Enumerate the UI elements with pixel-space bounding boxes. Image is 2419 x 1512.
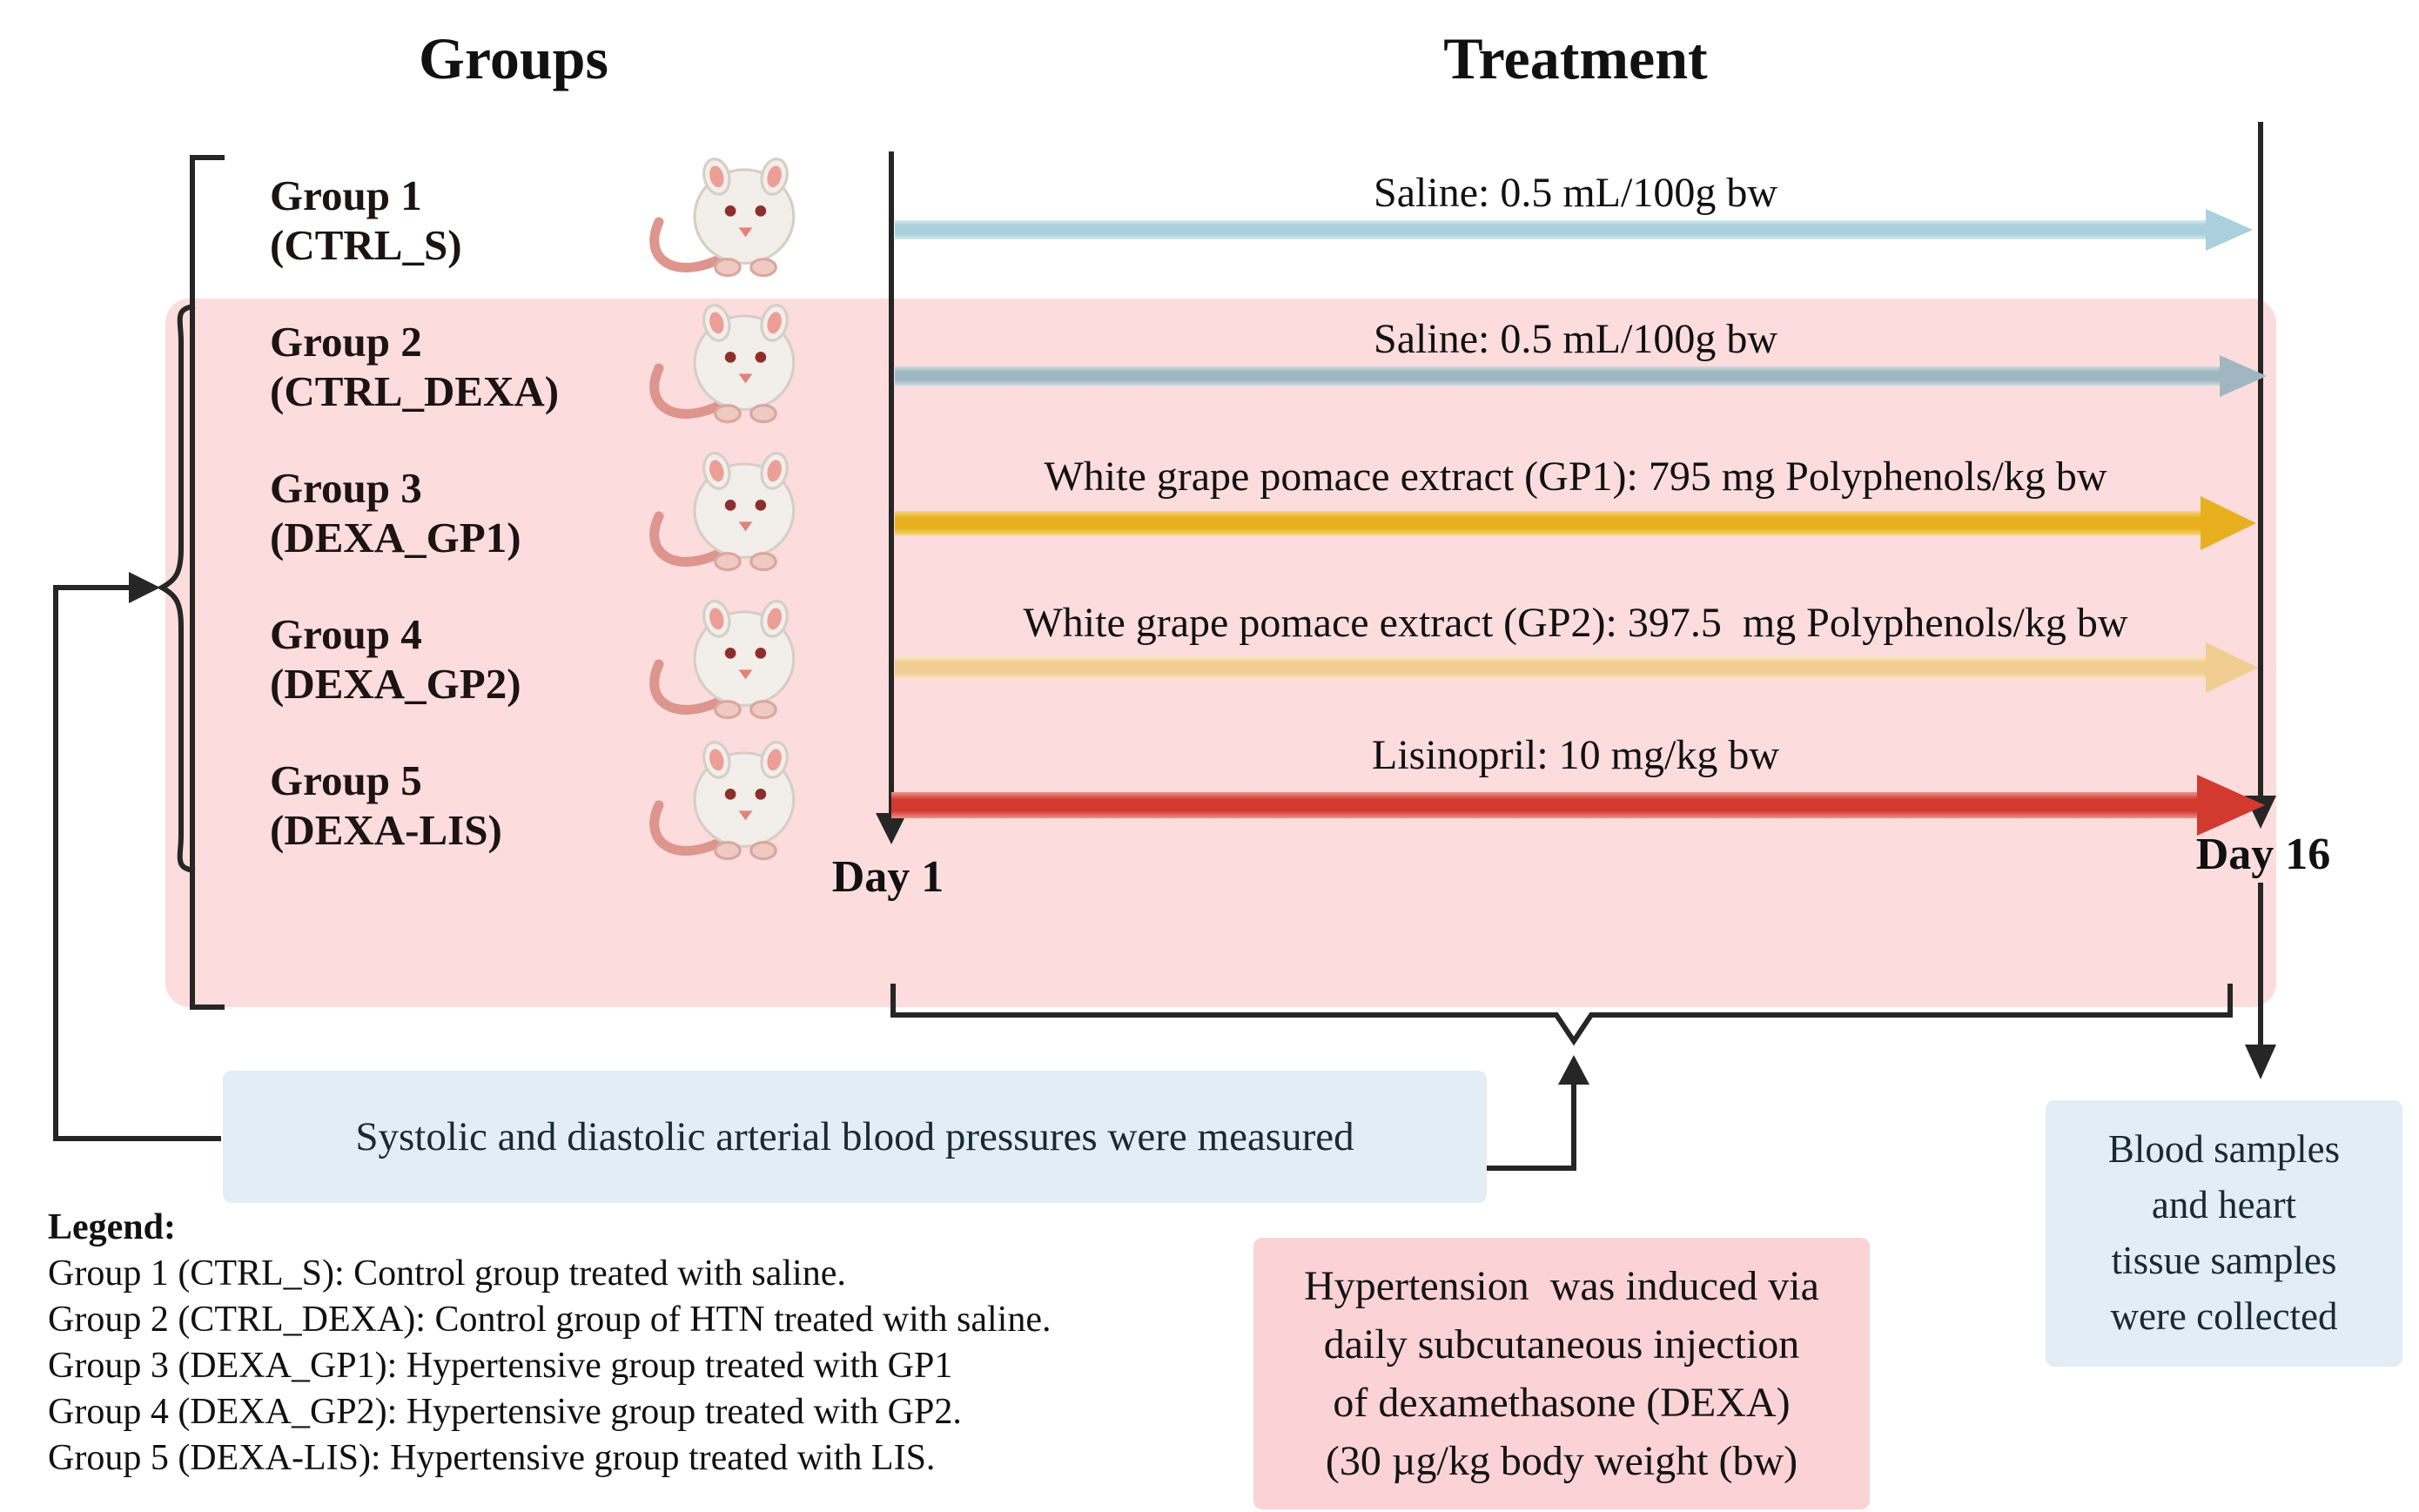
group1-name: Group 1 xyxy=(270,171,422,219)
treatment-text-group4: White grape pomace extract (GP2): 397.5 … xyxy=(1023,600,2128,646)
legend: Legend: Group 1 (CTRL_S): Control group … xyxy=(48,1205,1232,1482)
group1-label: Group 1 (CTRL_S) xyxy=(270,171,757,270)
group2-name: Group 2 xyxy=(270,318,422,366)
bp-up-arrowhead-icon xyxy=(1558,1055,1589,1085)
group2-label: Group 2 (CTRL_DEXA) xyxy=(270,317,757,416)
day1-label: Day 1 xyxy=(831,852,944,902)
samples-line: Blood samples xyxy=(2107,1127,2341,1172)
htn-induction-note: Hypertension was induced via daily subcu… xyxy=(1253,1238,1870,1509)
group5-code: (DEXA-LIS) xyxy=(270,806,502,854)
legend-item: Group 2 (CTRL_DEXA): Control group of HT… xyxy=(48,1300,1052,1340)
treatment-text-group2: Saline: 0.5 mL/100g bw xyxy=(1374,316,1777,362)
group4-code: (DEXA_GP2) xyxy=(270,660,521,708)
legend-heading: Legend: xyxy=(48,1207,176,1247)
group4-label: Group 4 (DEXA_GP2) xyxy=(270,609,757,709)
group2-code: (CTRL_DEXA) xyxy=(270,367,560,415)
induction-line: (30 µg/kg body weight (bw) xyxy=(1325,1438,1798,1485)
legend-item: Group 4 (DEXA_GP2): Hypertensive group t… xyxy=(48,1392,962,1432)
htn-groups-highlight-box xyxy=(165,299,2276,1007)
group3-code: (DEXA_GP1) xyxy=(270,514,521,561)
treatment-text-group3: White grape pomace extract (GP1): 795 mg… xyxy=(1044,454,2107,500)
group5-name: Group 5 xyxy=(270,756,422,804)
samples-line: tissue samples xyxy=(2111,1239,2337,1282)
samples-line: were collected xyxy=(2110,1294,2338,1338)
treatment-text-group1: Saline: 0.5 mL/100g bw xyxy=(1374,170,1777,216)
induction-line: daily subcutaneous injection xyxy=(1323,1320,1800,1368)
day16-label: Day 16 xyxy=(2195,830,2331,879)
group3-label: Group 3 (DEXA_GP1) xyxy=(270,463,757,562)
group4-name: Group 4 xyxy=(270,610,422,658)
bp-up-connector-line xyxy=(1485,1079,1576,1171)
legend-item: Group 1 (CTRL_S): Control group treated … xyxy=(48,1253,846,1294)
legend-item: Group 5 (DEXA-LIS): Hypertensive group t… xyxy=(48,1438,936,1478)
day16-arrowhead-lower-icon xyxy=(2245,1045,2276,1079)
samples-line: and heart xyxy=(2151,1183,2297,1227)
bp-measured-note: Systolic and diastolic arterial blood pr… xyxy=(223,1071,1487,1203)
legend-item: Group 3 (DEXA_GP1): Hypertensive group t… xyxy=(48,1346,953,1386)
samples-collected-note: Blood samples and heart tissue samples w… xyxy=(2046,1100,2402,1367)
induction-line: Hypertension was induced via xyxy=(1304,1262,1819,1309)
treatment-text-group5: Lisinopril: 10 mg/kg bw xyxy=(1372,732,1779,778)
group5-label: Group 5 (DEXA-LIS) xyxy=(270,756,757,855)
induction-line: of dexamethasone (DEXA) xyxy=(1333,1380,1791,1426)
group3-name: Group 3 xyxy=(270,464,422,512)
group1-code: (CTRL_S) xyxy=(270,221,462,269)
bp-measured-text: Systolic and diastolic arterial blood pr… xyxy=(355,1114,1354,1159)
groups-column-header: Groups xyxy=(419,25,608,91)
bp-connector-arrowhead-icon xyxy=(129,572,160,603)
treatment-column-header: Treatment xyxy=(1443,25,1708,91)
